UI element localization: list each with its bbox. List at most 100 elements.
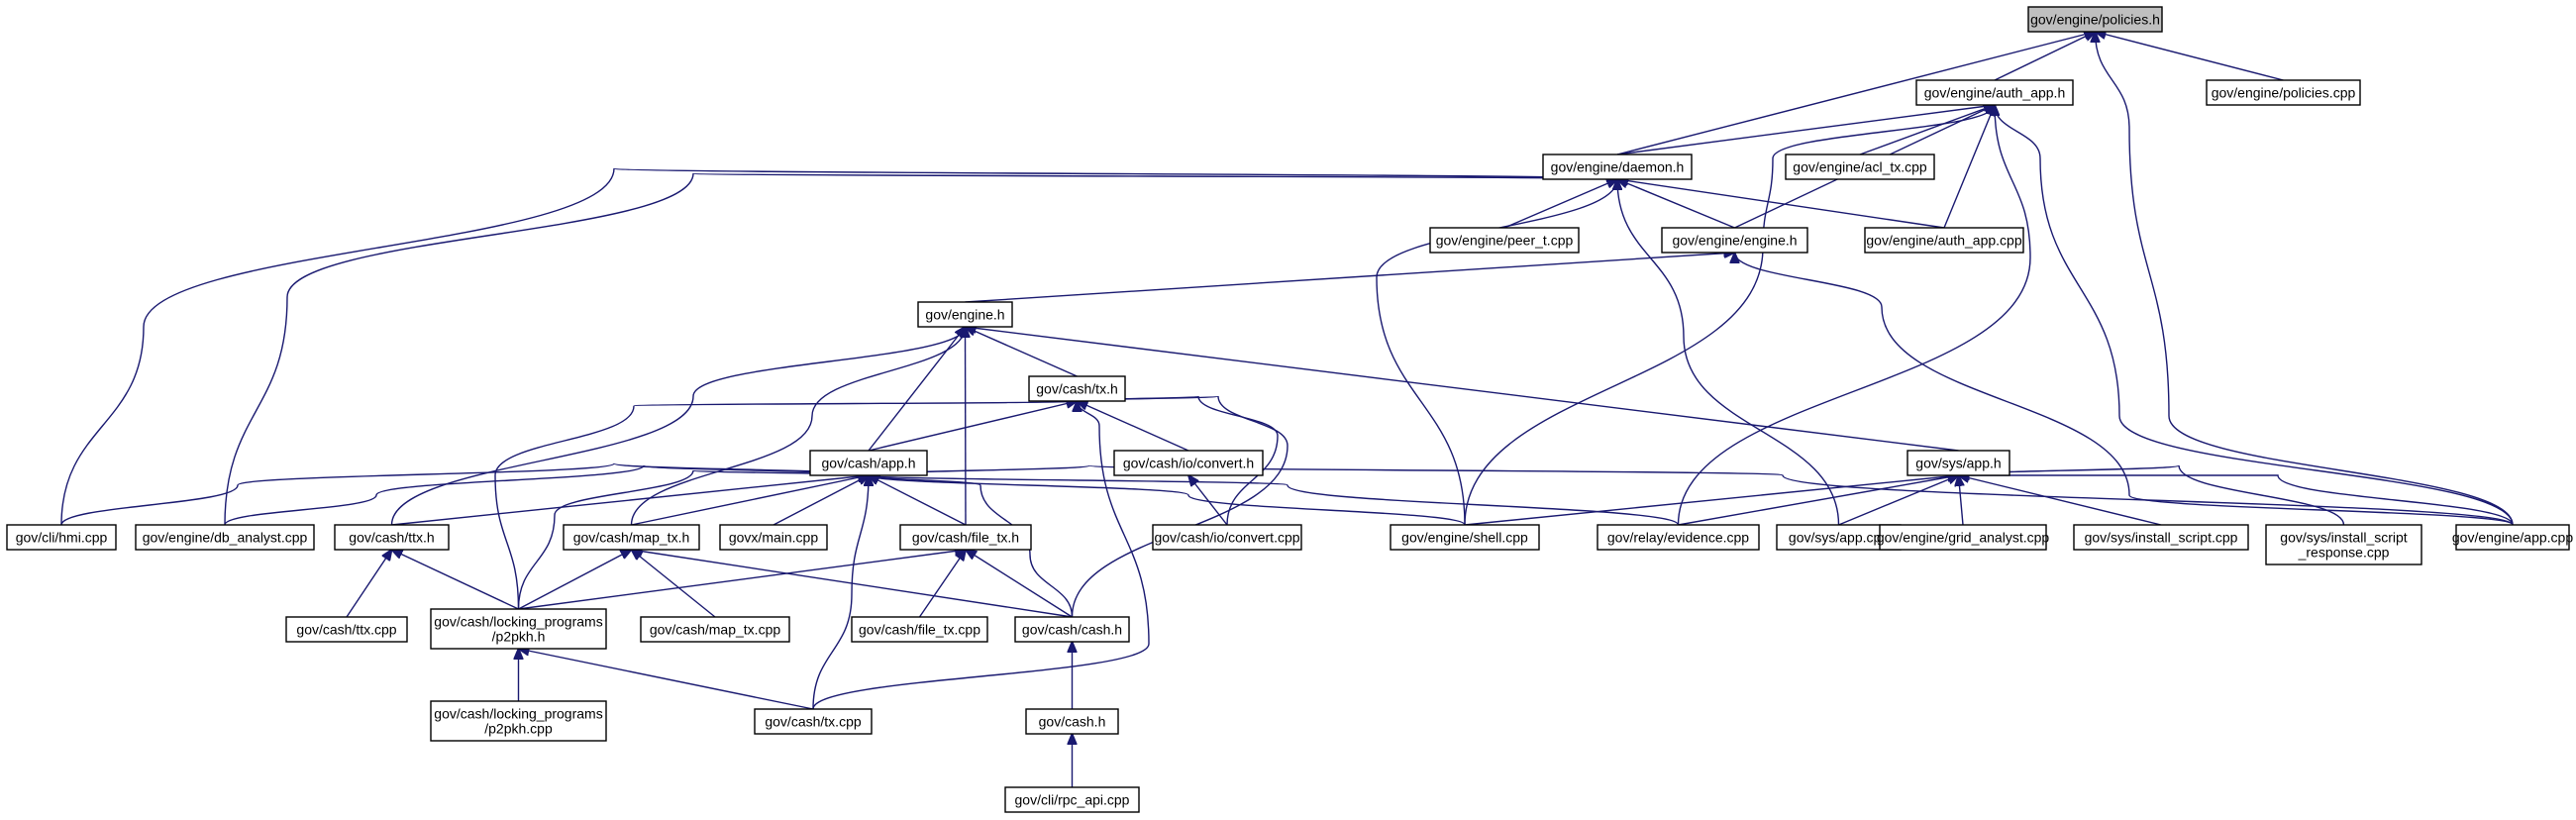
node-install-script-response-cpp[interactable]: gov/sys/install_script_response.cpp xyxy=(2265,524,2422,565)
node-label: gov/cash/cash.h xyxy=(1022,622,1122,638)
node-label: gov/cash/ttx.cpp xyxy=(296,622,396,638)
node-label: gov/relay/evidence.cpp xyxy=(1607,530,1749,546)
node-acl-tx-cpp[interactable]: gov/engine/acl_tx.cpp xyxy=(1785,154,1935,180)
edge-ttx-h-to-engine-h xyxy=(390,327,966,526)
edge-cash-app-h-to-engine-h xyxy=(868,327,966,452)
edge-engine-engine-h-to-daemon-h xyxy=(1617,179,1735,229)
node-label: gov/engine/db_analyst.cpp xyxy=(143,530,308,546)
node-box xyxy=(809,450,928,476)
node-box xyxy=(1864,227,2024,254)
edge-daemon-h-to-policies-h xyxy=(1616,32,2096,155)
node-box xyxy=(1661,227,1808,254)
edge-install-script-cpp-to-sys-app-h xyxy=(1959,475,2162,526)
node-evidence-cpp[interactable]: gov/relay/evidence.cpp xyxy=(1597,524,1760,551)
edge-io-convert-cpp-to-io-convert-h xyxy=(1188,475,1228,526)
node-map-tx-cpp[interactable]: gov/cash/map_tx.cpp xyxy=(640,616,790,643)
node-box xyxy=(6,524,117,551)
node-label: gov/cash/file_tx.cpp xyxy=(859,622,980,638)
node-cash-tx-cpp[interactable]: gov/cash/tx.cpp xyxy=(754,708,873,735)
edge-p2pkh-h-to-file-tx-h xyxy=(518,550,967,610)
node-label: /p2pkh.h xyxy=(492,629,546,645)
node-policies-h[interactable]: gov/engine/policies.h xyxy=(2027,6,2163,33)
edge-ttx-cpp-to-ttx-h xyxy=(346,550,392,618)
node-io-convert-h[interactable]: gov/cash/io/convert.h xyxy=(1113,450,1264,476)
node-engine-engine-h[interactable]: gov/engine/engine.h xyxy=(1661,227,1808,254)
edge-p2pkh-h-to-cash-tx-h xyxy=(494,401,1078,610)
node-label: gov/cash/locking_programs xyxy=(434,706,602,722)
node-map-tx-h[interactable]: gov/cash/map_tx.h xyxy=(563,524,700,551)
node-box xyxy=(2265,524,2422,565)
node-auth-app-cpp[interactable]: gov/engine/auth_app.cpp xyxy=(1864,227,2024,254)
node-label: gov/engine/daemon.h xyxy=(1551,159,1685,175)
node-file-tx-h[interactable]: gov/cash/file_tx.h xyxy=(899,524,1032,551)
edge-hmi-cpp-to-daemon-h xyxy=(60,168,1617,526)
edge-peer-t-cpp-to-daemon-h xyxy=(1503,179,1617,229)
edge-cash-tx-cpp-to-p2pkh-h xyxy=(519,649,814,710)
edge-evidence-cpp-to-sys-app-h xyxy=(1678,475,1959,526)
node-daemon-h[interactable]: gov/engine/daemon.h xyxy=(1542,154,1693,180)
node-peer-t-cpp[interactable]: gov/engine/peer_t.cpp xyxy=(1429,227,1580,254)
node-grid-analyst-cpp[interactable]: gov/engine/grid_analyst.cpp xyxy=(1877,524,2050,551)
node-label: gov/sys/install_script.cpp xyxy=(2085,530,2238,546)
node-govx-main-cpp[interactable]: govx/main.cpp xyxy=(719,524,828,551)
node-label: gov/engine/shell.cpp xyxy=(1401,530,1528,546)
node-box xyxy=(135,524,315,551)
node-sys-app-h[interactable]: gov/sys/app.h xyxy=(1906,450,2010,476)
node-label: gov/engine/policies.h xyxy=(2030,12,2160,28)
node-ttx-h[interactable]: gov/cash/ttx.h xyxy=(334,524,450,551)
edge-engine-app-cpp-to-cash-app-h xyxy=(869,465,2514,526)
node-box xyxy=(2455,524,2570,551)
node-label: gov/cash.h xyxy=(1039,714,1106,730)
node-hmi-cpp[interactable]: gov/cli/hmi.cpp xyxy=(6,524,117,551)
node-box xyxy=(899,524,1032,551)
node-io-convert-cpp[interactable]: gov/cash/io/convert.cpp xyxy=(1152,524,1302,551)
node-auth-app-h[interactable]: gov/engine/auth_app.h xyxy=(1915,79,2074,106)
node-label: gov/cash/file_tx.h xyxy=(912,530,1019,546)
node-db-analyst-cpp[interactable]: gov/engine/db_analyst.cpp xyxy=(135,524,315,551)
node-box xyxy=(1025,708,1119,735)
edge-shell-cpp-to-daemon-h xyxy=(1376,179,1617,526)
edge-cash-tx-cpp-to-cash-app-h xyxy=(812,475,869,710)
node-policies-cpp[interactable]: gov/engine/policies.cpp xyxy=(2206,79,2361,106)
edge-cash-tx-cpp-to-cash-tx-h xyxy=(812,401,1150,710)
node-engine-h[interactable]: gov/engine.h xyxy=(917,301,1013,328)
node-box xyxy=(1906,450,2010,476)
edge-auth-app-cpp-to-auth-app-h xyxy=(1943,105,1995,229)
node-p2pkh-h[interactable]: gov/cash/locking_programs/p2pkh.h xyxy=(430,608,607,650)
edge-policies-cpp-to-policies-h xyxy=(2096,32,2284,81)
node-label: gov/cash/ttx.h xyxy=(349,530,434,546)
edge-sys-app-cpp-to-daemon-h xyxy=(1617,179,1840,526)
node-engine-app-cpp[interactable]: gov/engine/app.cpp xyxy=(2452,524,2573,551)
edge-cash-tx-h-to-engine-h xyxy=(966,327,1078,377)
node-label: gov/engine/auth_app.h xyxy=(1924,85,2065,101)
node-file-tx-cpp[interactable]: gov/cash/file_tx.cpp xyxy=(851,616,988,643)
edge-file-tx-h-to-engine-h xyxy=(966,327,967,526)
node-box xyxy=(1542,154,1693,180)
edge-ttx-h-to-cash-app-h xyxy=(391,475,870,526)
node-cash-cash-h[interactable]: gov/cash/cash.h xyxy=(1014,616,1130,643)
edge-db-analyst-cpp-to-cash-app-h xyxy=(224,465,869,526)
node-label: gov/cash/tx.cpp xyxy=(765,714,861,730)
edge-auth-app-cpp-to-daemon-h xyxy=(1617,179,1945,229)
node-install-script-cpp[interactable]: gov/sys/install_script.cpp xyxy=(2073,524,2249,551)
edge-p2pkh-h-to-ttx-h xyxy=(392,550,519,610)
edge-shell-cpp-to-sys-app-h xyxy=(1464,475,1959,526)
edge-acl-tx-cpp-to-auth-app-h xyxy=(1859,105,1995,155)
nodes-layer: gov/engine/policies.h gov/engine/auth_app… xyxy=(6,6,2573,813)
node-label: gov/engine/peer_t.cpp xyxy=(1436,233,1574,249)
node-cash-app-h[interactable]: gov/cash/app.h xyxy=(809,450,928,476)
node-box xyxy=(1113,450,1264,476)
node-cash-tx-h[interactable]: gov/cash/tx.h xyxy=(1028,375,1126,402)
node-ttx-cpp[interactable]: gov/cash/ttx.cpp xyxy=(285,616,408,643)
node-rpc-api-cpp[interactable]: gov/cli/rpc_api.cpp xyxy=(1004,786,1140,813)
node-box xyxy=(1429,227,1580,254)
node-box xyxy=(430,608,607,650)
node-label: gov/cash/io/convert.h xyxy=(1123,456,1254,471)
node-shell-cpp[interactable]: gov/engine/shell.cpp xyxy=(1390,524,1540,551)
node-label: gov/cash/tx.h xyxy=(1036,381,1118,397)
node-label: gov/sys/app.h xyxy=(1915,456,2001,471)
node-p2pkh-cpp[interactable]: gov/cash/locking_programs/p2pkh.cpp xyxy=(430,700,607,742)
node-gov-cash-h[interactable]: gov/cash.h xyxy=(1025,708,1119,735)
node-box xyxy=(1028,375,1126,402)
